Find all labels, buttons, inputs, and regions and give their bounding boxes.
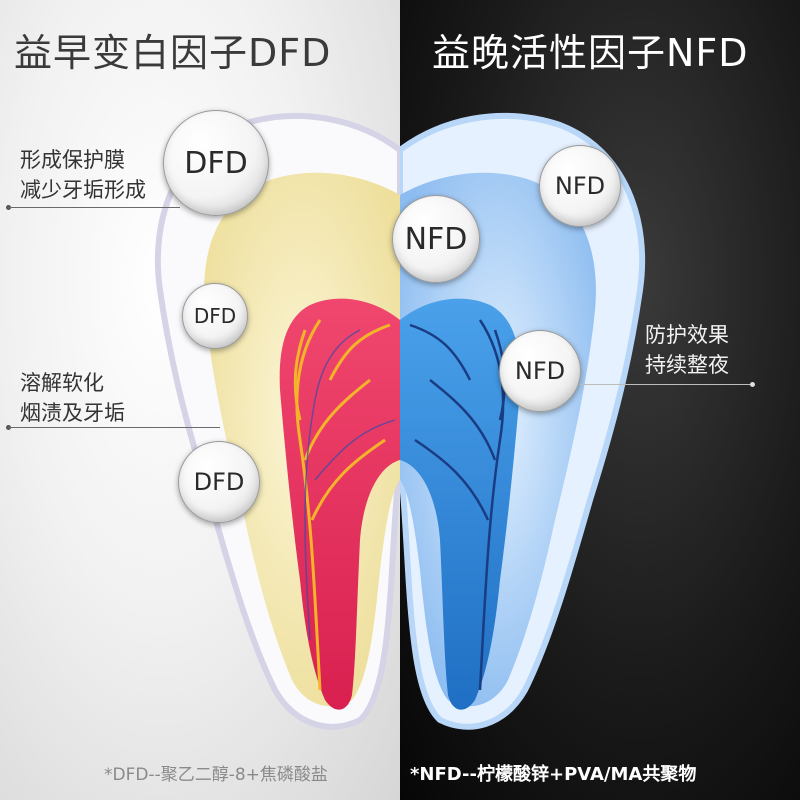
nfd-bubble-top: NFD: [539, 145, 621, 227]
callout-line: 烟渍及牙垢: [20, 401, 125, 425]
nerves-left: [293, 319, 391, 691]
nerves-right: [409, 319, 506, 691]
nfd-bubble-center: NFD: [392, 195, 480, 283]
tooth-right-half: [400, 112, 646, 730]
callout-overnight-protection: 防护效果 持续整夜: [645, 320, 729, 380]
nfd-bubble-right: NFD: [499, 330, 581, 412]
callout-line: 持续整夜: [645, 353, 729, 377]
tooth-left-half: [154, 112, 400, 730]
callout-dissolve-stains: 溶解软化 烟渍及牙垢: [20, 368, 125, 428]
right-title: 益晚活性因子NFD: [432, 31, 749, 75]
pointer-line: [8, 427, 220, 428]
callout-protective-film: 形成保护膜 减少牙垢形成: [20, 145, 146, 205]
pointer-line: [8, 207, 180, 208]
left-title: 益早变白因子DFD: [14, 31, 332, 75]
dfd-bubble-bottom: DFD: [178, 441, 260, 523]
veins-left: [304, 329, 396, 641]
callout-line: 形成保护膜: [20, 148, 125, 172]
pulp-left: [279, 298, 400, 710]
dfd-bubble-middle: DFD: [182, 283, 248, 349]
callout-line: 防护效果: [645, 323, 729, 347]
callout-line: 溶解软化: [20, 371, 104, 395]
nfd-footnote: *NFD--柠檬酸锌+PVA/MA共聚物: [410, 764, 697, 785]
dfd-bubble-top: DFD: [163, 110, 269, 216]
callout-line: 减少牙垢形成: [20, 178, 146, 202]
dfd-footnote: *DFD--聚乙二醇-8+焦磷酸盐: [104, 765, 328, 785]
pulp-right: [400, 298, 521, 710]
pointer-line: [580, 384, 752, 385]
pointer-dot: [750, 382, 755, 387]
